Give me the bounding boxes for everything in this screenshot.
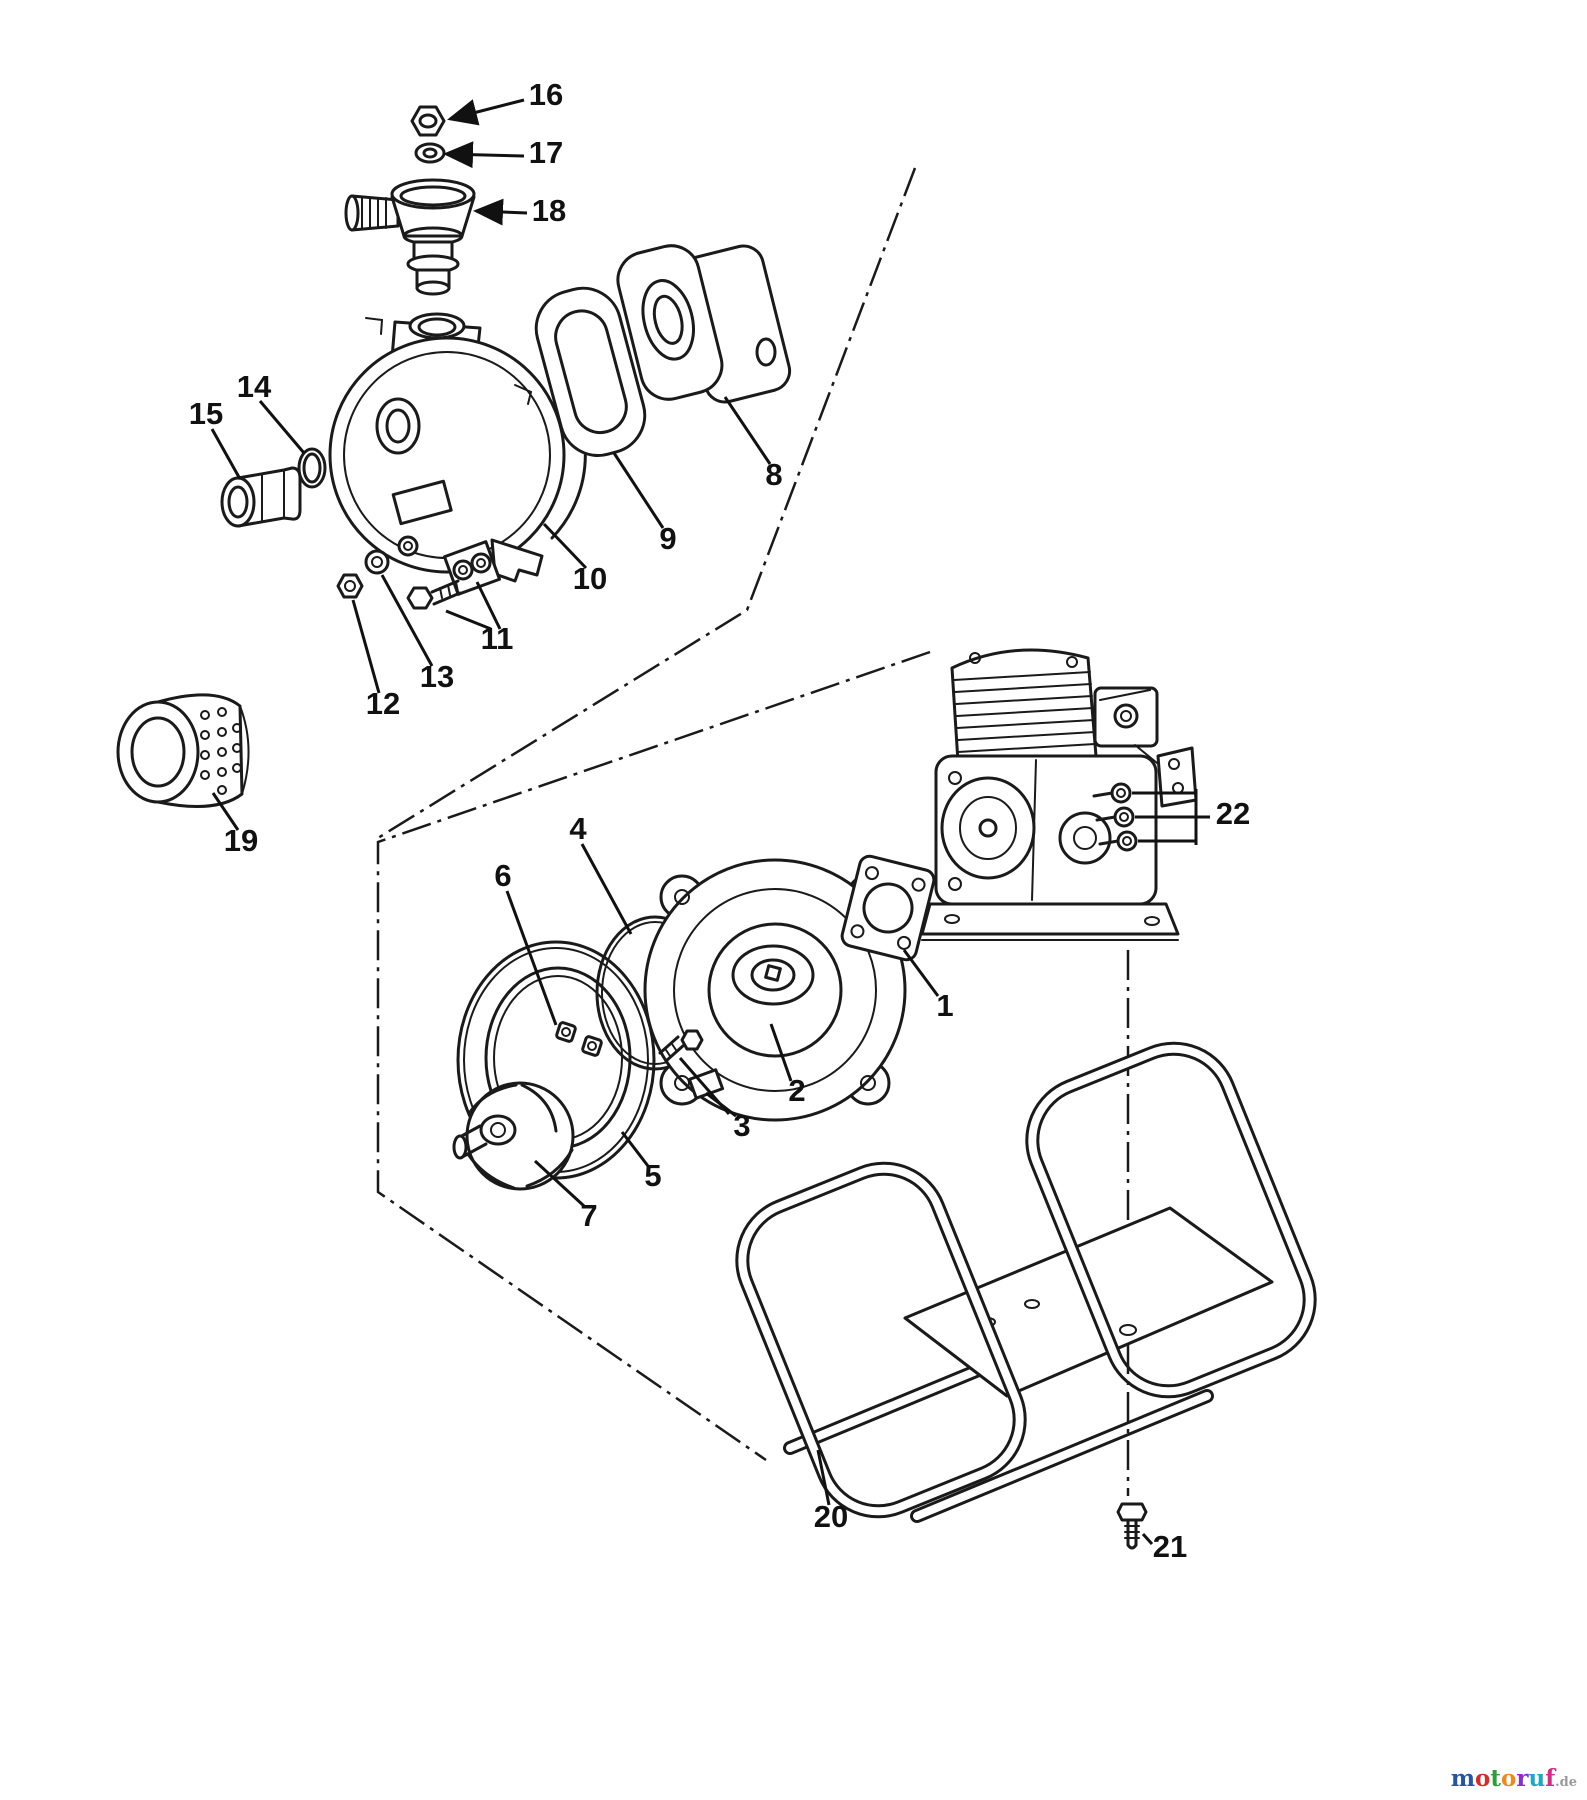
callout-18: 18 [532,193,566,228]
leader-line-10 [542,522,588,570]
callout-8: 8 [765,457,782,492]
callout-9: 9 [659,521,676,556]
leader-line-9 [612,452,665,529]
part-8-pump-cover [616,244,792,404]
leader-line-6 [505,890,558,1026]
leader-line-11 [475,581,502,630]
part-21-bolt [1116,1502,1148,1550]
watermark-logo[interactable]: motoruf.de [1451,1765,1577,1792]
callout-16: 16 [529,77,563,112]
leader-line-15 [210,428,242,480]
callout-11: 11 [481,621,514,656]
construction-plane-lower [376,650,931,1462]
leader-line-7 [533,1159,586,1208]
part-1-mount-gasket [840,854,936,962]
part-17-washer [414,142,446,164]
watermark-letter: r [1516,1765,1529,1792]
watermark-letter: o [1475,1765,1491,1792]
callout-3: 3 [733,1108,750,1143]
part-19-strainer [116,693,250,808]
leader-line-19 [211,792,240,831]
callout-5: 5 [644,1158,661,1193]
leader-line-12 [351,599,381,694]
leader-line-16 [447,98,525,126]
part-7-impeller [452,966,632,1191]
watermark-letter: t [1490,1765,1501,1792]
watermark-letter: f [1545,1765,1556,1792]
part-20-frame [735,1041,1317,1523]
callout-13: 13 [420,659,454,694]
leader-line-18 [473,198,528,226]
leader-line-3 [678,1057,731,1115]
part-13-washer [364,549,390,575]
callout-14: 14 [237,369,272,404]
part-18-discharge-fitting [344,178,476,296]
callout-15: 15 [189,396,223,431]
part-6-seal-set [555,1021,603,1057]
part-16-nut [410,105,446,137]
part-12-nut [336,573,364,599]
part-15-coupling [220,466,302,528]
leader-line-5 [620,1131,650,1167]
leader-line-8 [723,396,772,465]
leader-line-17 [443,141,525,169]
callout-4: 4 [569,811,587,846]
leader-line-11 [445,609,492,631]
engine [920,648,1198,941]
construction-plane-upper [377,167,917,840]
part-11-bolt-set [406,540,502,610]
leader-line-2 [769,1023,793,1082]
callout-20: 20 [814,1499,848,1534]
callout-1: 1 [936,988,953,1023]
callout-17: 17 [529,135,563,170]
watermark-letter: o [1501,1765,1517,1792]
part-14-o-ring [297,447,327,489]
watermark-letter: u [1528,1765,1546,1792]
callout-7: 7 [580,1198,597,1233]
callout-19: 19 [224,823,258,858]
leader-line-20 [816,1449,831,1506]
leader-line-4 [580,843,633,935]
callout-21: 21 [1153,1529,1187,1564]
callout-6: 6 [494,858,511,893]
part-9-gasket [534,286,647,457]
leader-line-21 [1141,1532,1154,1546]
watermark-suffix: .de [1555,1775,1577,1790]
callout-22: 22 [1216,796,1250,831]
callout-12: 12 [366,686,400,721]
leader-line-1 [902,949,940,997]
callout-2: 2 [788,1073,805,1108]
leader-line-14 [258,400,306,454]
watermark-letter: m [1450,1765,1476,1792]
part-22-engine-bolts [1092,782,1138,852]
callout-10: 10 [573,561,607,596]
leader-line-13 [380,574,434,667]
part-10-pump-casing [328,312,587,583]
